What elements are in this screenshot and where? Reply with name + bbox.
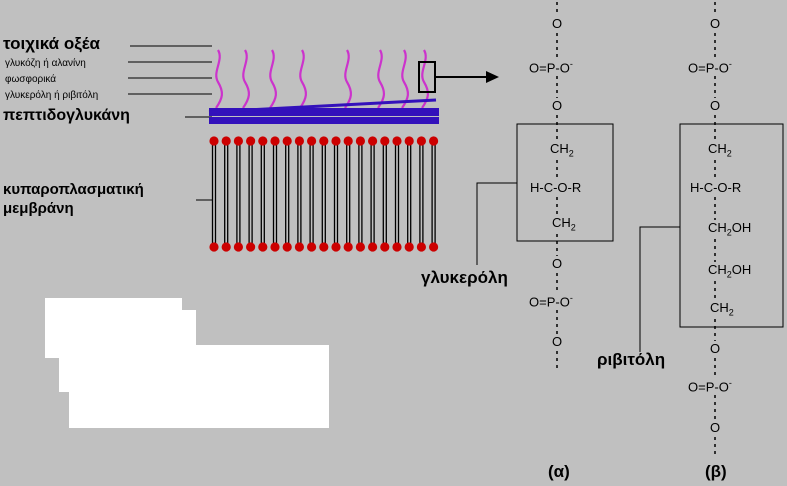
peptidoglycan-band	[209, 108, 439, 116]
lipid-head-bottom	[355, 242, 365, 252]
lipid-head-bottom	[233, 242, 243, 252]
chem-b-opo2: O=P-O-	[688, 378, 732, 395]
teichoic-chain	[299, 49, 307, 109]
chem-a-opo1: O=P-O-	[529, 59, 573, 76]
lipid-head-top	[258, 136, 268, 146]
label-glycerol: γλυκερόλη	[421, 268, 508, 287]
lipid-head-top	[392, 136, 402, 146]
label-teichoic-acids: τοιχικά οξέα	[3, 34, 100, 53]
lipid-head-bottom	[343, 242, 353, 252]
chem-a-hcor: H-C-O-R	[530, 180, 582, 195]
lipid-head-top	[380, 136, 390, 146]
lipid-head-top	[209, 136, 219, 146]
chem-b-ch2oh-2: CH2OH	[708, 262, 752, 280]
lipid-head-top	[331, 136, 341, 146]
lipid-head-top	[429, 136, 439, 146]
lipid-head-top	[307, 136, 317, 146]
teichoic-chain	[269, 49, 277, 109]
chem-a-o1: O	[552, 16, 563, 31]
lipid-head-bottom	[209, 242, 219, 252]
label-panel-a: (α)	[548, 462, 570, 481]
chem-b-o3: O	[710, 341, 721, 356]
chem-a-ch2-top: CH2	[550, 141, 574, 159]
lipid-head-top	[355, 136, 365, 146]
lipid-head-bottom	[416, 242, 426, 252]
label-glycerol-or-ribitol: γλυκερόλη ή ριβιτόλη	[5, 90, 99, 101]
lipid-head-bottom	[404, 242, 414, 252]
lipid-head-bottom	[270, 242, 280, 252]
label-ribitol: ριβιτόλη	[597, 350, 666, 369]
chem-b-hcor: H-C-O-R	[690, 180, 742, 195]
label-membrane-line2: μεμβράνη	[3, 200, 74, 217]
lipid-head-bottom	[368, 242, 378, 252]
peptidoglycan-band	[209, 117, 439, 124]
chem-b-ch2-top: CH2	[708, 141, 732, 159]
lipid-head-bottom	[294, 242, 304, 252]
lipid-head-bottom	[380, 242, 390, 252]
label-glucose-alanine: γλυκόζη ή αλανίνη	[5, 58, 86, 69]
lipid-head-bottom	[392, 242, 402, 252]
chem-a-opo2: O=P-O-	[529, 293, 573, 310]
chem-a-o2: O	[552, 98, 563, 113]
lipid-head-top	[416, 136, 426, 146]
teichoic-chain	[377, 49, 385, 109]
ribitol-box	[679, 123, 784, 328]
chem-b-o1: O	[710, 16, 721, 31]
lipid-head-bottom	[282, 242, 292, 252]
teichoic-chain	[401, 49, 409, 109]
label-peptidoglycan: πεπτιδογλυκάνη	[3, 107, 130, 124]
lipid-head-top	[233, 136, 243, 146]
label-phosphoric: φωσφορικά	[5, 74, 57, 85]
ribitol-connector	[639, 226, 680, 352]
peptidoglycan-strand	[208, 98, 437, 114]
lipid-head-top	[221, 136, 231, 146]
chem-b-ch2-bottom: CH2	[710, 300, 734, 318]
lipid-head-top	[368, 136, 378, 146]
teichoic-chain	[242, 49, 250, 109]
chem-a-o3: O	[552, 256, 563, 271]
lipid-head-top	[270, 136, 280, 146]
chem-a-ch2-bottom: CH2	[552, 215, 576, 233]
lipid-head-bottom	[246, 242, 256, 252]
arrow-head	[486, 71, 499, 83]
lipid-head-top	[282, 136, 292, 146]
chem-b-opo1: O=P-O-	[688, 59, 732, 76]
chem-b-o4: O	[710, 420, 721, 435]
lipid-head-bottom	[429, 242, 439, 252]
lipid-head-top	[319, 136, 329, 146]
lipid-head-bottom	[331, 242, 341, 252]
white-box-3	[69, 345, 329, 428]
lipid-head-bottom	[319, 242, 329, 252]
teichoic-chain	[215, 49, 223, 109]
lipid-head-bottom	[221, 242, 231, 252]
teichoic-chain	[344, 49, 352, 109]
label-membrane-line1: κυπαροπλασματική	[3, 181, 144, 198]
chem-b-o2: O	[710, 98, 721, 113]
lipid-head-top	[246, 136, 256, 146]
lipid-head-bottom	[258, 242, 268, 252]
lipid-head-top	[343, 136, 353, 146]
lipid-head-top	[404, 136, 414, 146]
chem-b-ch2oh-1: CH2OH	[708, 220, 752, 238]
lipid-head-bottom	[307, 242, 317, 252]
lipid-head-top	[294, 136, 304, 146]
glycerol-connector	[476, 182, 517, 265]
chem-a-o4: O	[552, 334, 563, 349]
label-panel-b: (β)	[705, 462, 727, 481]
